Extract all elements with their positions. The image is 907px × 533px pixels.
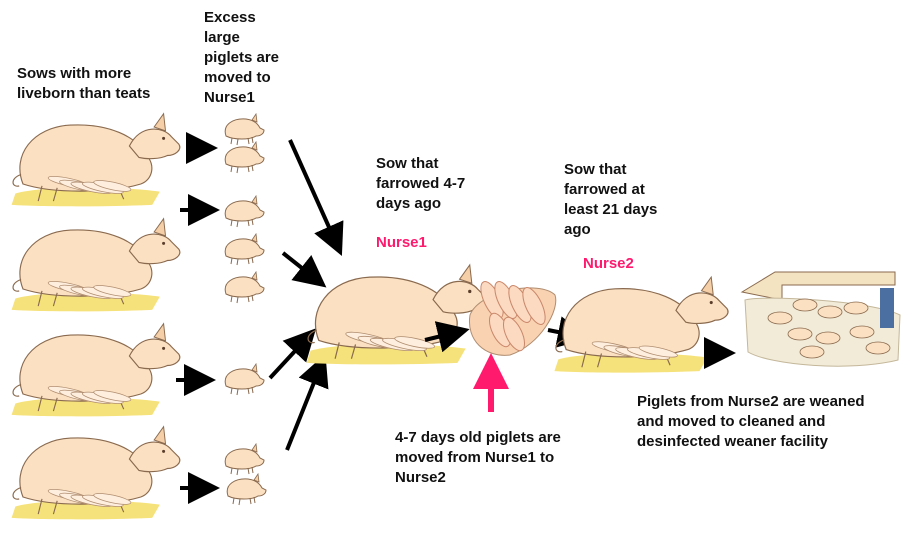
piglet-icon [225, 196, 264, 227]
arrow-icon [290, 140, 337, 245]
sow-farrowed-21-label: Sow that farrowed at least 21 days ago [564, 160, 657, 240]
piglet-litter-icon [469, 278, 555, 355]
nurse1-label: Nurse1 [376, 233, 427, 253]
sow-icon [12, 427, 180, 520]
sow-icon [307, 265, 488, 364]
sows-more-liveborn-label: Sows with more liveborn than teats [17, 64, 150, 104]
moved-4-7-days-label: 4-7 days old piglets are moved from Nurs… [395, 428, 561, 488]
nurse2-label: Nurse2 [583, 254, 634, 274]
arrow-icon [283, 253, 317, 280]
piglet-icon [225, 234, 264, 265]
piglet-icon [225, 364, 264, 395]
piglet-icon [225, 444, 264, 475]
weaned-label: Piglets from Nurse2 are weaned and moved… [637, 392, 865, 452]
excess-large-piglets-label: Excess large piglets are moved to Nurse1 [204, 8, 279, 108]
piglet-icon [225, 114, 264, 145]
sow-icon [12, 324, 180, 417]
arrow-icon [270, 337, 308, 378]
piglet-icon [227, 474, 266, 505]
arrow-icon [287, 365, 321, 450]
sow-icon [554, 277, 728, 373]
piglet-icon [225, 272, 264, 303]
sow-farrowed-4-7-label: Sow that farrowed 4-7 days ago [376, 154, 465, 214]
sow-icon [12, 219, 180, 312]
sow-icon [12, 114, 180, 207]
piglet-icon [225, 142, 264, 173]
weaner-pen-icon [742, 272, 900, 366]
